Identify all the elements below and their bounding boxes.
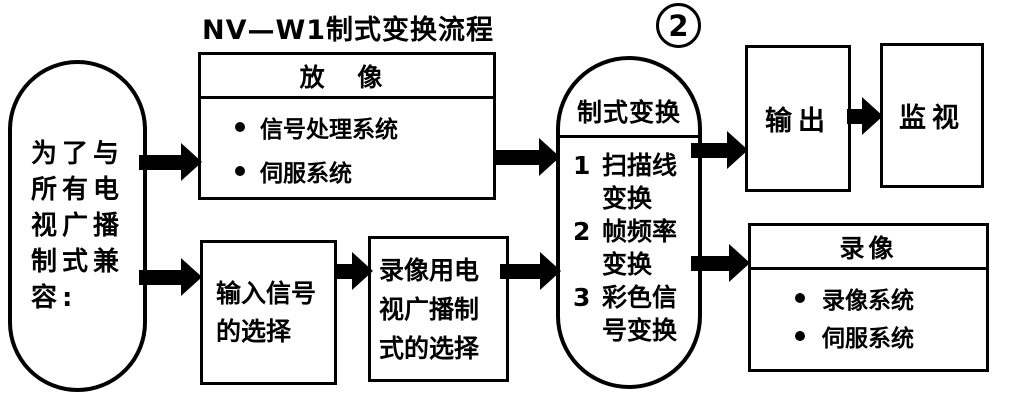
conversion-header: 制式变换: [560, 60, 698, 138]
badge-number: 2: [668, 8, 689, 43]
monitor-label: 监视: [899, 103, 965, 134]
circled-number-badge: 2: [656, 3, 701, 48]
step-line: 扫描线: [602, 151, 678, 180]
arrow-shaft: [691, 255, 729, 271]
bullet-icon: [795, 331, 805, 341]
arrow-head-icon: [727, 131, 748, 169]
arrow-head-icon: [181, 143, 202, 181]
arrow-head-icon: [540, 252, 561, 290]
purpose-line: 所有电: [30, 175, 124, 205]
list-item-label: 信号处理系统: [260, 117, 398, 143]
arrow-shaft: [139, 154, 181, 170]
step-number: 1: [573, 151, 591, 180]
format-select-text: 录像用电 视广播制 式的选择: [371, 251, 479, 368]
record-header: 录像: [751, 226, 986, 270]
arrow-format-select-to-conversion: [500, 251, 561, 291]
step-text: 帧频率 变换: [602, 215, 677, 281]
arrow-playback-to-conversion: [495, 137, 560, 177]
arrow-conversion-to-output: [691, 130, 748, 170]
node-format-select: 录像用电 视广播制 式的选择: [368, 236, 509, 382]
purpose-text: 为了与 所有电 视广播 制式兼 容:: [31, 136, 124, 316]
record-list: 录像系统 伺服系统: [751, 270, 986, 355]
node-conversion: 制式变换 1 扫描线 变换 2 帧频率 变换 3 彩色信 号变: [556, 56, 702, 389]
list-item-label: 伺服系统: [260, 161, 352, 187]
arrow-purpose-to-playback: [139, 142, 202, 182]
arrow-head-icon: [539, 138, 560, 176]
list-item-label: 录像系统: [822, 288, 914, 314]
input-select-line: 输入信号: [216, 278, 317, 308]
format-select-line: 式的选择: [379, 333, 480, 363]
node-monitor: 监视: [880, 43, 984, 188]
step-text: 彩色信 号变换: [602, 281, 677, 347]
step-line: 彩色信: [602, 283, 678, 312]
purpose-line: 制式兼: [30, 247, 124, 277]
arrow-shaft: [691, 142, 727, 158]
list-item-label: 伺服系统: [822, 326, 914, 352]
list-item: 信号处理系统: [235, 105, 493, 149]
conversion-steps: 1 扫描线 变换 2 帧频率 变换 3 彩色信 号变换: [560, 138, 698, 347]
arrow-conversion-to-record: [691, 243, 750, 283]
arrow-shaft: [847, 108, 862, 124]
arrow-input-to-format-select: [334, 251, 373, 291]
step-line: 帧频率: [602, 217, 678, 246]
playback-header: 放 像: [201, 55, 493, 99]
node-input-select: 输入信号 的选择: [200, 240, 337, 385]
bullet-icon: [795, 293, 805, 303]
step-line: 变换: [602, 250, 653, 279]
bullet-icon: [235, 166, 245, 176]
step-number: 2: [573, 217, 591, 246]
arrow-shaft: [495, 149, 539, 165]
arrow-head-icon: [729, 244, 750, 282]
purpose-line: 容:: [30, 283, 78, 313]
playback-list: 信号处理系统 伺服系统: [201, 99, 493, 193]
arrow-head-icon: [352, 252, 373, 290]
output-label: 输出: [765, 106, 831, 137]
arrow-shaft: [139, 269, 181, 285]
conversion-step: 2 帧频率 变换: [573, 215, 696, 281]
diagram-title: NV—W1制式变换流程: [202, 15, 495, 46]
purpose-line: 为了与: [30, 139, 124, 169]
arrow-purpose-to-input-select: [139, 257, 202, 297]
step-number: 3: [573, 283, 591, 312]
node-record: 录像 录像系统 伺服系统: [748, 223, 989, 372]
list-item: 录像系统: [795, 279, 986, 317]
conversion-step: 3 彩色信 号变换: [573, 281, 696, 347]
conversion-step: 1 扫描线 变换: [573, 149, 696, 215]
bullet-icon: [235, 122, 245, 132]
step-line: 变换: [602, 184, 653, 213]
step-text: 扫描线 变换: [602, 149, 677, 215]
arrow-head-icon: [181, 258, 202, 296]
arrow-shaft: [334, 263, 352, 279]
arrow-head-icon: [862, 97, 883, 135]
node-purpose: 为了与 所有电 视广播 制式兼 容:: [8, 60, 147, 392]
input-select-line: 的选择: [216, 316, 292, 346]
step-line: 号变换: [602, 316, 678, 345]
arrow-shaft: [500, 263, 540, 279]
input-select-text: 输入信号 的选择: [203, 275, 316, 351]
node-output: 输出: [745, 45, 851, 192]
purpose-line: 视广播: [30, 211, 124, 241]
arrow-output-to-monitor: [847, 96, 883, 136]
node-playback: 放 像 信号处理系统 伺服系统: [198, 52, 496, 200]
format-select-line: 视广播制: [379, 294, 480, 324]
format-select-line: 录像用电: [379, 255, 480, 285]
list-item: 伺服系统: [795, 317, 986, 355]
list-item: 伺服系统: [235, 149, 493, 193]
